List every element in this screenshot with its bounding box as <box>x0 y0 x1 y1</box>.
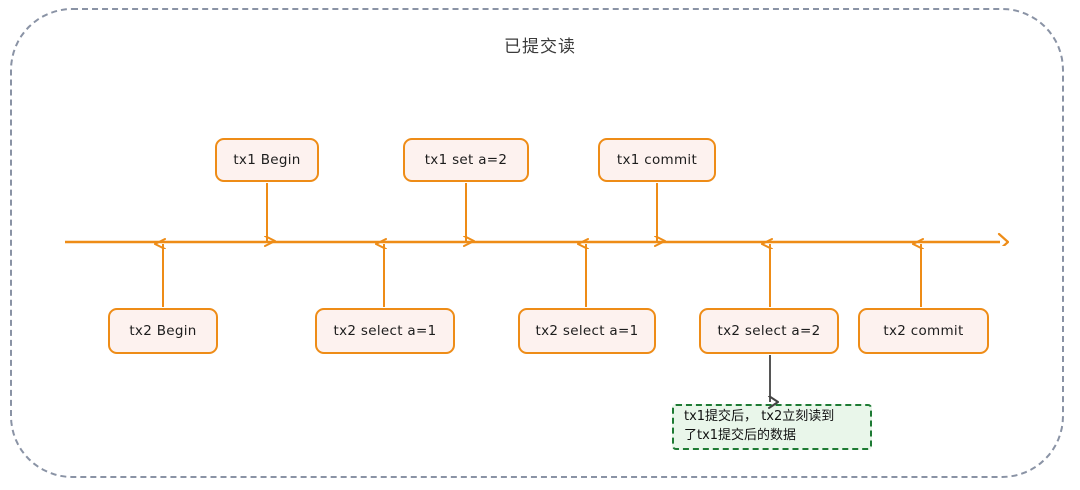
event-node-tx2-select-3[interactable]: tx2 select a=2 <box>699 308 839 354</box>
event-node-label: tx1 set a=2 <box>424 152 508 168</box>
annotation-note: tx1提交后， tx2立刻读到 了tx1提交后的数据 <box>672 404 872 450</box>
annotation-line-2: 了tx1提交后的数据 <box>684 428 797 443</box>
event-node-label: tx1 Begin <box>233 152 301 168</box>
event-node-label: tx1 commit <box>616 152 698 168</box>
outer-dashed-frame <box>10 8 1064 478</box>
event-node-tx1-set[interactable]: tx1 set a=2 <box>403 138 529 182</box>
event-node-tx2-select-2[interactable]: tx2 select a=1 <box>518 308 656 354</box>
event-node-tx2-commit[interactable]: tx2 commit <box>858 308 989 354</box>
event-node-label: tx2 select a=1 <box>333 323 437 339</box>
event-node-tx1-begin[interactable]: tx1 Begin <box>215 138 319 182</box>
page-title: 已提交读 <box>504 37 576 57</box>
event-node-tx2-select-1[interactable]: tx2 select a=1 <box>315 308 455 354</box>
event-node-label: tx2 Begin <box>129 323 197 339</box>
event-node-label: tx2 select a=2 <box>717 323 821 339</box>
event-node-label: tx2 select a=1 <box>535 323 639 339</box>
event-node-tx1-commit[interactable]: tx1 commit <box>598 138 716 182</box>
event-node-label: tx2 commit <box>883 323 964 339</box>
annotation-line-1: tx1提交后， tx2立刻读到 <box>684 409 835 425</box>
event-node-tx2-begin[interactable]: tx2 Begin <box>108 308 218 354</box>
